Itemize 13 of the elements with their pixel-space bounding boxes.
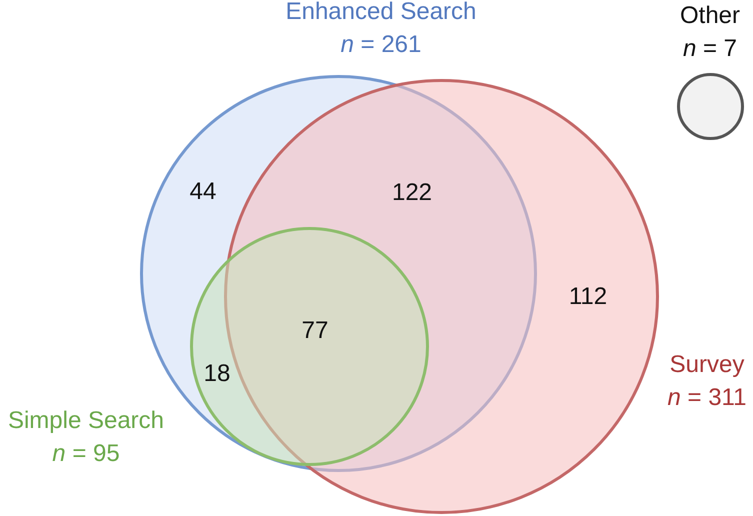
set-size: n = 311 [668,384,746,412]
region-count: 77 [302,317,328,345]
set-size: n = 95 [52,440,120,468]
region-count: 112 [568,283,608,311]
region-count: 18 [204,360,230,388]
set-name: Simple Search [8,407,164,435]
set-size: n = 7 [682,35,738,63]
region-count: 44 [190,178,216,206]
set-name: Other [680,2,740,30]
set-name: Survey [670,351,744,379]
region-count: 122 [392,179,432,207]
set-size: n = 261 [340,31,422,59]
set-name: Enhanced Search [286,0,476,26]
